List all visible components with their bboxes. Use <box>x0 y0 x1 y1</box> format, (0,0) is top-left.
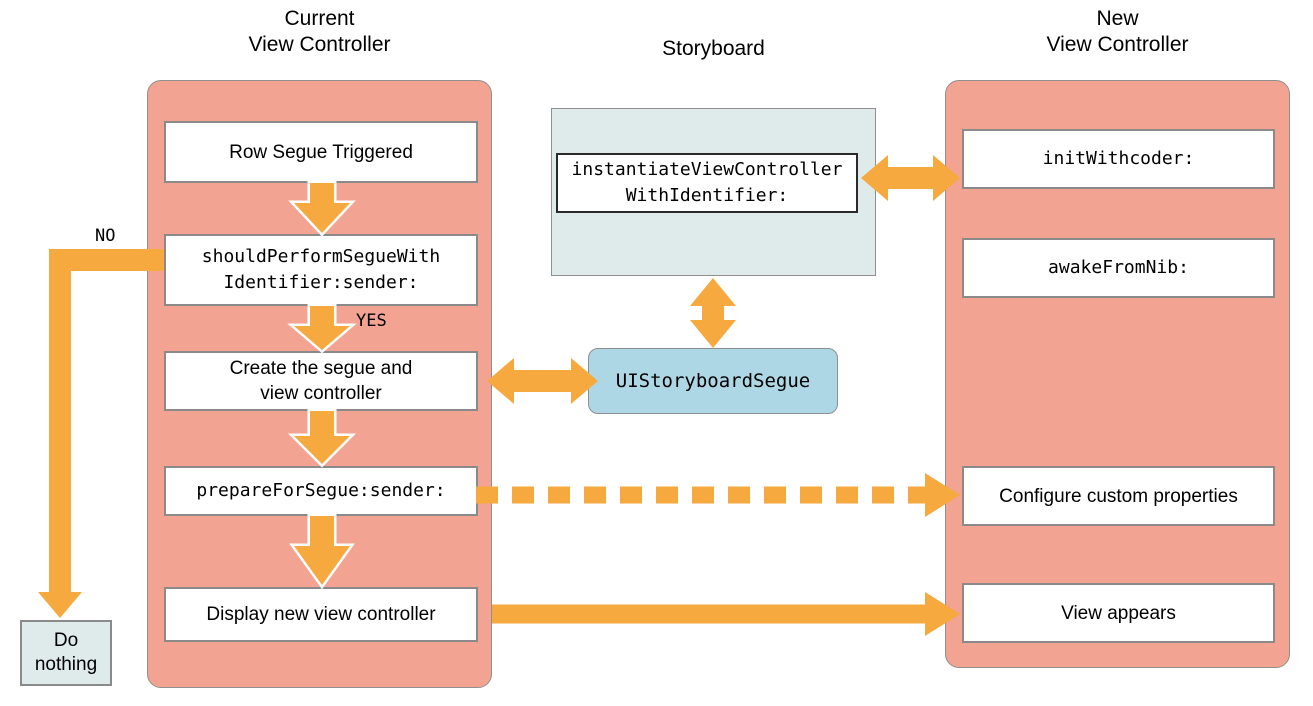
arrow-dashed-prepare-for-segue-to-configure-custom-properties <box>476 473 960 517</box>
step-init-with-coder[interactable]: initWithcoder: <box>962 129 1275 189</box>
step-prepare-for-segue-sender[interactable]: prepareForSegue:sender: <box>164 466 478 516</box>
step-create-the-segue-and-view-controller[interactable]: Create the segue and view controller <box>164 351 478 411</box>
step-configure-custom-properties[interactable]: Configure custom properties <box>962 466 1275 526</box>
terminal-do-nothing[interactable]: Do nothing <box>20 620 112 686</box>
step-instantiate-view-controller-with-identifier[interactable]: instantiateViewController WithIdentifier… <box>556 153 858 213</box>
arrow-double-create-segue-to-ui-storyboard-segue <box>487 358 598 404</box>
step-display-new-view-controller[interactable]: Display new view controller <box>164 587 478 642</box>
arrow-double-storyboard-to-ui-storyboard-segue <box>690 278 736 348</box>
ui-storyboard-segue-node[interactable]: UIStoryboardSegue <box>588 348 838 414</box>
step-awake-from-nib[interactable]: awakeFromNib: <box>962 238 1275 298</box>
step-should-perform-segue-with-identifier[interactable]: shouldPerformSegueWith Identifier:sender… <box>164 234 478 306</box>
column-title-current-view-controller: Current View Controller <box>248 7 391 56</box>
edge-label-no: NO <box>95 226 116 246</box>
edge-label-yes: YES <box>356 311 387 331</box>
column-title-new-view-controller: New View Controller <box>1046 7 1189 56</box>
column-title-storyboard: Storyboard <box>662 37 765 60</box>
arrow-solid-display-new-view-controller-to-view-appears <box>492 592 960 636</box>
step-row-segue-triggered[interactable]: Row Segue Triggered <box>164 121 478 183</box>
step-view-appears[interactable]: View appears <box>962 583 1275 643</box>
arrow-no-branch-to-do-nothing <box>38 249 164 618</box>
